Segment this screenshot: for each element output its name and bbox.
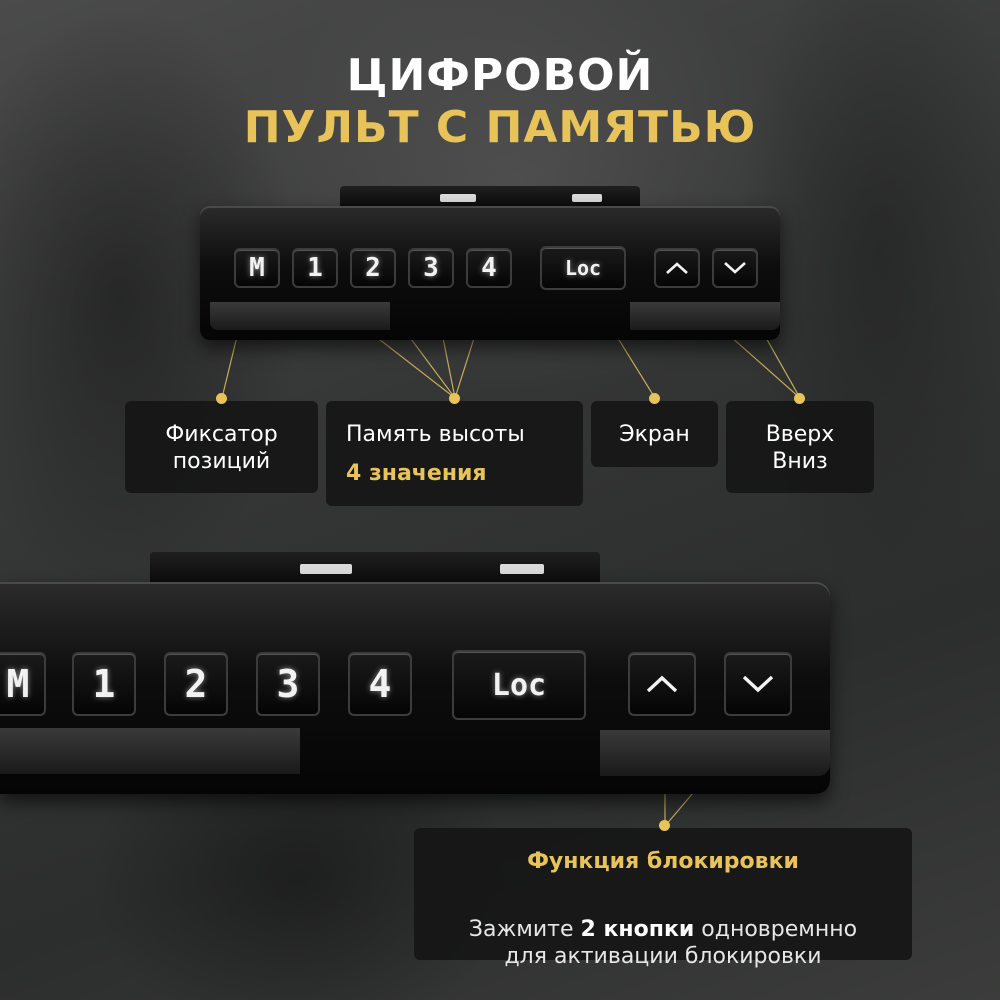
remote-upper: M 1 2 3 4 Loc [190,186,800,346]
lock-desc-post: одновремнно [694,917,858,942]
callout-height-memory: Память высоты 4 значения [326,401,583,506]
callout-up-down-label: Вверх Вниз [765,422,835,474]
remote-upper-mount [340,186,640,208]
memory-2-key[interactable]: 2 [164,652,228,716]
callout-lock-function-desc-line2: для активации блокировки [504,944,822,969]
anchor-dot [649,393,660,404]
memory-4-key[interactable]: 4 [348,652,412,716]
callout-height-memory-values: 4 значения [346,461,487,486]
memory-2-key[interactable]: 2 [350,248,396,288]
memory-3-key[interactable]: 3 [256,652,320,716]
lock-desc-bold: 2 кнопки [580,917,695,942]
anchor-dot [794,393,805,404]
up-button[interactable] [654,248,700,288]
callout-lock-function: Функция блокировки Зажмите 2 кнопки одно… [414,828,912,969]
memory-m-key[interactable]: M [234,248,280,288]
memory-1-key[interactable]: 1 [72,652,136,716]
memory-1-key[interactable]: 1 [292,248,338,288]
remote-lower: M 1 2 3 4 Loc [0,552,852,800]
up-arrow-icon [666,262,688,274]
page-title: ЦИФРОВОЙ [346,50,654,101]
memory-m-key[interactable]: M [0,652,46,716]
anchor-dot [449,393,460,404]
lock-desc-pre: Зажмите [468,917,581,942]
remote-lower-mount [150,552,600,584]
memory-3-key[interactable]: 3 [408,248,454,288]
page-subtitle: ПУЛЬТ С ПАМЯТЬЮ [243,102,757,153]
callout-lock-function-desc: Зажмите 2 кнопки одновремнно [414,889,912,943]
up-arrow-icon [646,675,678,693]
callout-lock-position: Фиксатор позиций [125,401,318,493]
callout-lock-function-title: Функция блокировки [527,849,799,874]
up-button[interactable] [628,652,696,716]
callout-height-memory-label: Память высоты [346,422,525,447]
callout-lock-position-label: Фиксатор позиций [165,422,278,474]
loc-screen: Loc [452,650,586,720]
callout-screen-label: Экран [619,422,690,447]
anchor-dot [216,393,227,404]
down-button[interactable] [724,652,792,716]
down-arrow-icon [724,262,746,274]
down-button[interactable] [712,248,758,288]
callout-screen: Экран [591,401,718,467]
down-arrow-icon [742,675,774,693]
callout-up-down: Вверх Вниз [726,401,874,493]
memory-4-key[interactable]: 4 [466,248,512,288]
anchor-dot [659,820,670,831]
loc-screen: Loc [540,246,626,290]
